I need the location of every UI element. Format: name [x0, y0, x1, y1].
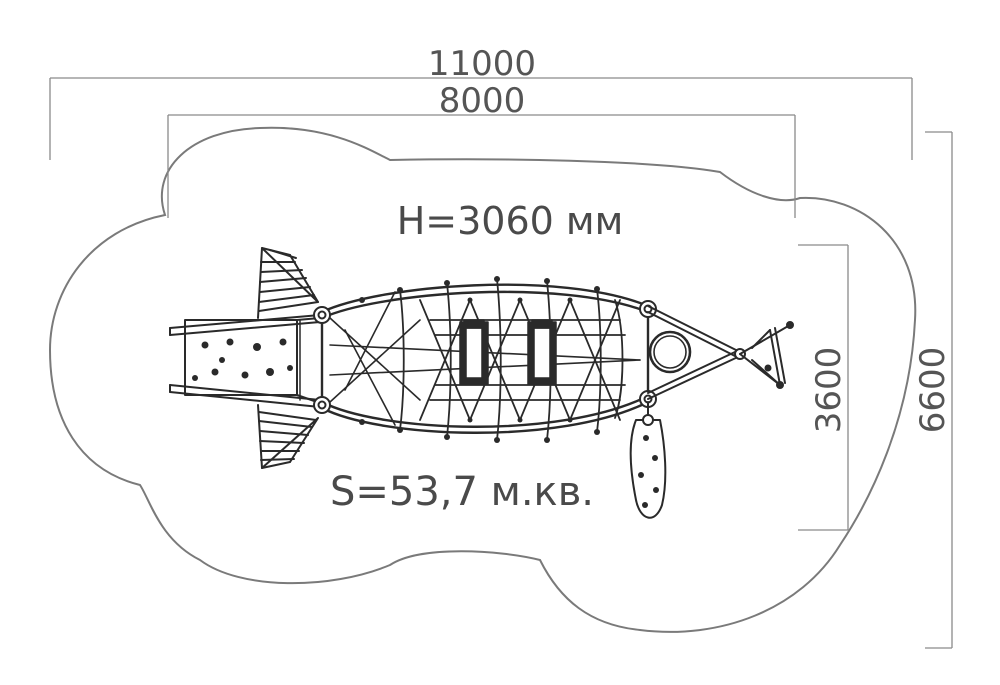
corner-posts — [313, 300, 657, 414]
dimension-frame-width — [798, 244, 849, 531]
safety-zone-outline — [48, 126, 917, 633]
dimension-overall-length — [49, 77, 913, 160]
lower-fin-ladder — [257, 404, 319, 469]
upper-fin-ladder — [257, 247, 319, 319]
dimension-frame-length — [167, 114, 796, 218]
central-platforms — [459, 319, 557, 385]
dimension-overall-length-label: 11000 — [428, 44, 536, 84]
nose-section — [647, 305, 794, 400]
rope-knots — [359, 276, 600, 443]
dimension-frame-length-label: 8000 — [439, 81, 526, 121]
tail-section — [169, 314, 321, 408]
climbing-rock — [629, 401, 667, 519]
dimension-overall-width — [925, 131, 953, 649]
dimension-overall-width-label: 6600 — [913, 347, 953, 434]
dimension-frame-width-label: 3600 — [809, 347, 849, 434]
area-label: S=53,7 м.кв. — [330, 469, 594, 515]
climbing-holds — [192, 338, 293, 381]
height-label: H=3060 мм — [397, 199, 624, 243]
climbing-structure — [169, 247, 794, 519]
main-body-frame — [320, 283, 650, 434]
